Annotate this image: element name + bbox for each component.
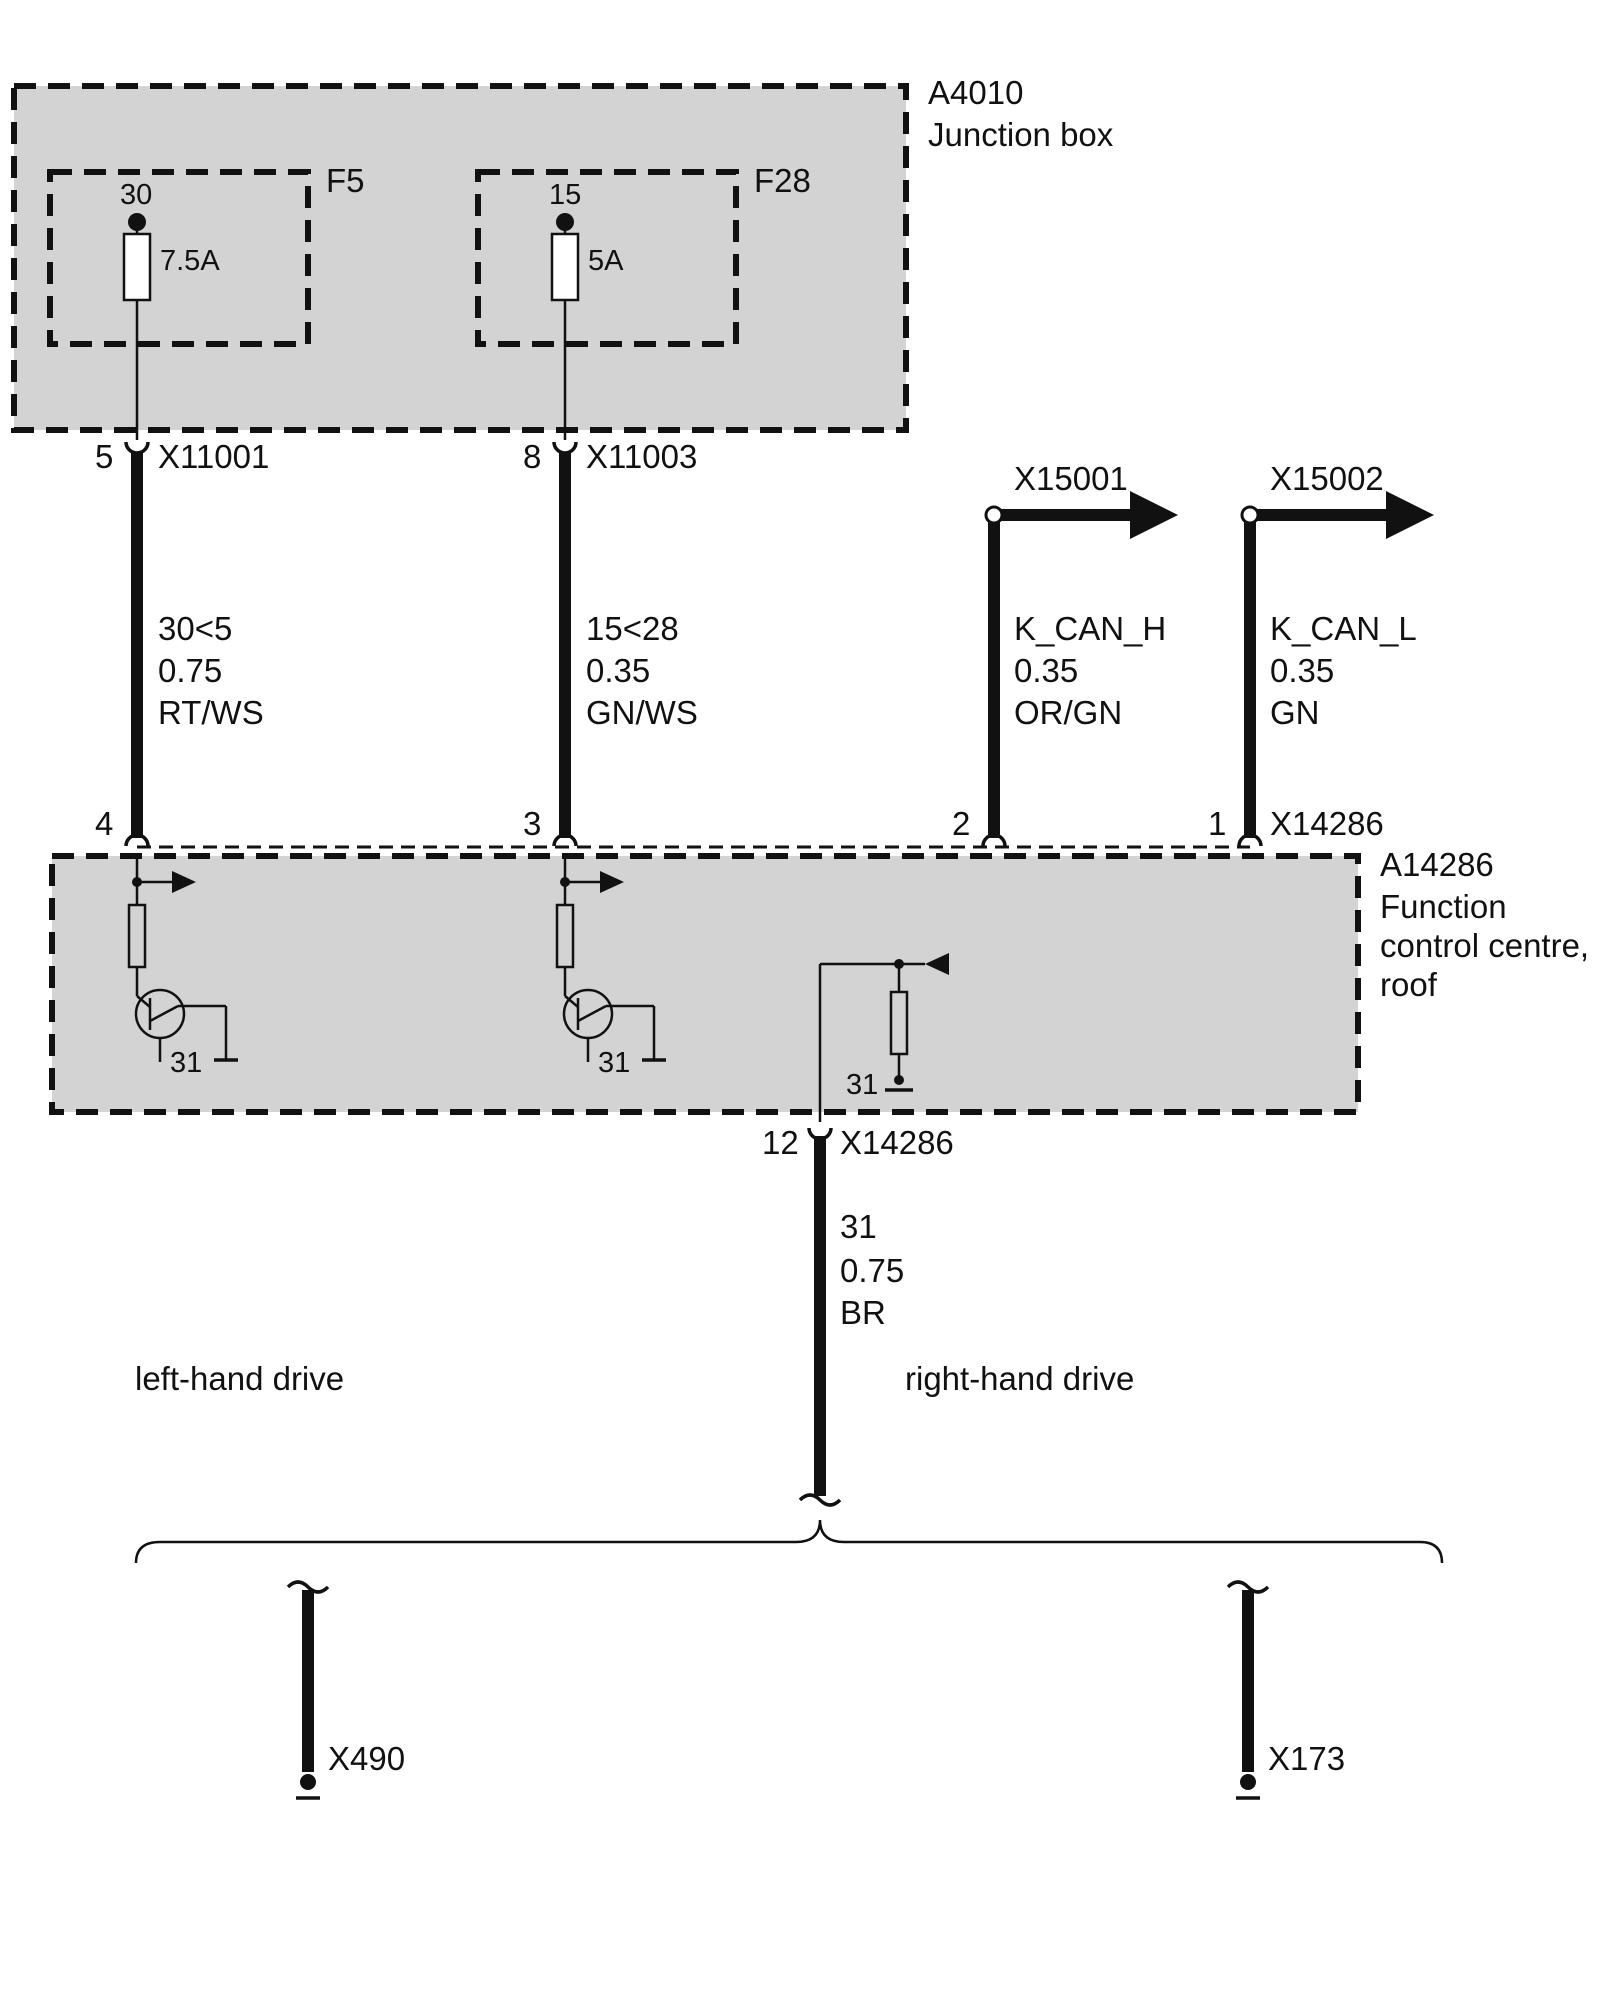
module-name-line2: control centre, (1380, 927, 1589, 964)
module-name-line3: roof (1380, 966, 1438, 1003)
ground-point-x173: X173 (1226, 1580, 1345, 1800)
wire-k-can-h-color: OR/GN (1014, 694, 1122, 731)
wire-k-can-h: X15001 K_CAN_H 0.35 OR/GN (984, 460, 1178, 838)
fuse-f5-element (122, 232, 152, 302)
ground-point-x490-id: X490 (328, 1740, 405, 1777)
ground-wire: 31 0.75 BR (798, 1136, 904, 1507)
ground-wire-gauge: 0.75 (840, 1252, 904, 1289)
module-pin-2: 2 (952, 805, 970, 842)
wire-k-can-l: X15002 K_CAN_L 0.35 GN (1240, 460, 1434, 838)
ground-wire-signal: 31 (840, 1208, 877, 1245)
wire-30-5-signal: 30<5 (158, 610, 232, 647)
termination-ground-label: 31 (846, 1069, 878, 1101)
connector-x11003: 8 X11003 (523, 438, 697, 475)
junction-box-id: A4010 (928, 74, 1023, 111)
ground-connector-pin: 12 (762, 1124, 799, 1161)
module-pin-4: 4 (95, 805, 113, 842)
wire-k-can-h-gauge: 0.35 (1014, 652, 1078, 689)
connector-x11003-id: X11003 (586, 438, 697, 475)
fuse-f28-element (550, 232, 580, 302)
output-x15002-id: X15002 (1270, 460, 1384, 497)
driver-circuit-1: 31 (127, 856, 238, 1079)
driver-1-ground-label: 31 (170, 1047, 202, 1079)
wire-30-5-gauge: 0.75 (158, 652, 222, 689)
connector-x11001: 5 X11001 (95, 438, 269, 475)
module-id: A14286 (1380, 846, 1494, 883)
wire-k-can-l-gauge: 0.35 (1270, 652, 1334, 689)
wire-k-can-h-signal: K_CAN_H (1014, 610, 1166, 647)
wire-k-can-l-signal: K_CAN_L (1270, 610, 1417, 647)
ground-connector-id: X14286 (840, 1124, 954, 1161)
ground-wire-color: BR (840, 1294, 886, 1331)
right-hand-drive-label: right-hand drive (905, 1360, 1134, 1397)
connector-x11001-pin: 5 (95, 438, 113, 475)
module-pin-1: 1 (1208, 805, 1226, 842)
bus-termination: 31 (818, 953, 949, 1122)
module-a14286: 4 3 2 1 X14286 A14286 Function control c… (49, 805, 1589, 1122)
fuse-f28-id: F28 (754, 162, 811, 199)
junction-box-name: Junction box (928, 116, 1114, 153)
ground-point-x173-id: X173 (1268, 1740, 1345, 1777)
fuse-f5-rating: 7.5A (160, 245, 220, 277)
wire-k-can-l-color: GN (1270, 694, 1320, 731)
fuse-f5-id: F5 (326, 162, 365, 199)
junction-box-a4010: A4010 Junction box F5 30 7.5A F28 15 5A (11, 74, 1114, 440)
ground-point-x490: X490 (286, 1580, 405, 1800)
module-name-line1: Function (1380, 888, 1507, 925)
module-pin-3: 3 (523, 805, 541, 842)
fuse-f28-terminal: 15 (549, 179, 581, 211)
wire-30-5-color: RT/WS (158, 694, 264, 731)
connector-x11003-pin: 8 (523, 438, 541, 475)
wire-15-28: 15<28 0.35 GN/WS (559, 452, 698, 838)
left-hand-drive-label: left-hand drive (135, 1360, 344, 1397)
variant-brace (134, 1519, 1444, 1564)
output-x15001-id: X15001 (1014, 460, 1128, 497)
connector-x11001-id: X11001 (158, 438, 269, 475)
fuse-f28: F28 15 5A (475, 162, 811, 440)
wire-15-28-gauge: 0.35 (586, 652, 650, 689)
fuse-f28-rating: 5A (588, 245, 624, 277)
ground-connector-x14286: 12 X14286 (762, 1124, 954, 1161)
fuse-f5: F5 30 7.5A (47, 162, 365, 440)
driver-2-ground-label: 31 (598, 1047, 630, 1079)
wire-15-28-color: GN/WS (586, 694, 698, 731)
module-connector-id: X14286 (1270, 805, 1384, 842)
driver-circuit-2: 31 (555, 856, 666, 1079)
fuse-f5-terminal: 30 (120, 179, 152, 211)
wire-30-5: 30<5 0.75 RT/WS (131, 452, 264, 838)
wire-15-28-signal: 15<28 (586, 610, 679, 647)
